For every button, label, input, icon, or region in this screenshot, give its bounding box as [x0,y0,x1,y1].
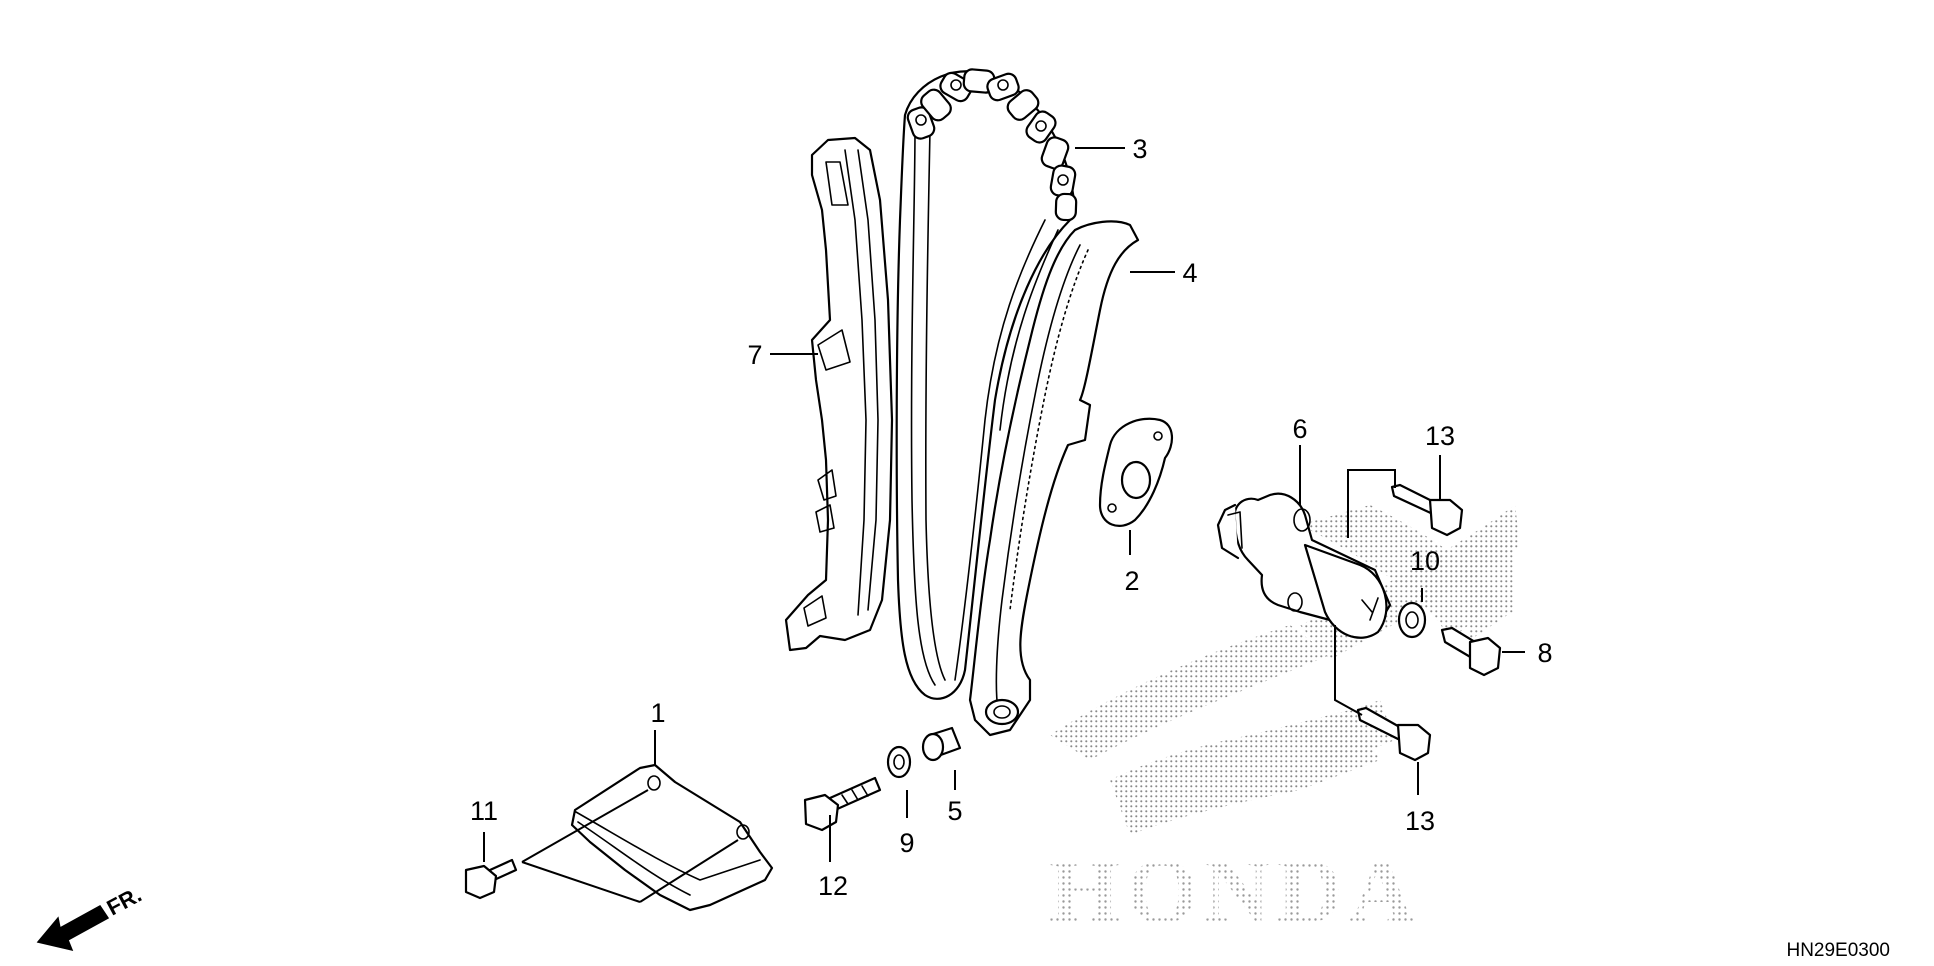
callout-10: 10 [1410,546,1440,576]
callout-2: 2 [1124,566,1139,596]
part-1-guide-cover[interactable] [570,763,774,912]
part-2-tensioner-gasket[interactable] [1098,417,1173,527]
front-label: FR. [103,882,146,921]
callout-3: 3 [1132,134,1147,164]
part-13-bolt-lower[interactable] [1356,706,1432,762]
callout-1: 1 [650,698,665,728]
part-10-sealing-washer[interactable] [1397,601,1427,639]
front-arrow-icon [36,905,110,952]
callout-labels: 1 2 3 4 5 6 7 8 9 10 11 12 13 13 [470,134,1553,901]
leader-lines [483,147,1525,903]
part-13-bolt-upper[interactable] [1390,483,1464,537]
part-12-pivot-bolt[interactable] [803,776,882,832]
callout-12: 12 [818,871,848,901]
honda-watermark: HONDA [1049,505,1520,942]
part-9-washer[interactable] [886,745,912,779]
callout-13-lower: 13 [1405,806,1435,836]
callout-8: 8 [1537,638,1552,668]
callout-6: 6 [1292,414,1307,444]
part-7-cam-chain-guide[interactable] [784,136,894,652]
callout-13-upper: 13 [1425,421,1455,451]
diagram-code: HN29E0300 [1786,940,1890,961]
part-6-cam-chain-tensioner-lifter[interactable] [1216,492,1392,639]
callout-4: 4 [1182,258,1197,288]
part-5-collar[interactable] [921,726,962,762]
callout-5: 5 [947,796,962,826]
part-11-bolt[interactable] [464,858,518,900]
callout-9: 9 [899,828,914,858]
callout-11: 11 [470,796,498,826]
part-8-sealing-bolt[interactable] [1440,626,1502,677]
front-direction-indicator: FR. [36,882,146,952]
honda-watermark-text: HONDA [1049,840,1421,942]
part-4-cam-chain-tensioner-slider[interactable] [968,220,1140,737]
part-3-cam-chain[interactable] [895,68,1078,700]
chain-link-plates [906,68,1078,222]
callout-7: 7 [747,340,762,370]
